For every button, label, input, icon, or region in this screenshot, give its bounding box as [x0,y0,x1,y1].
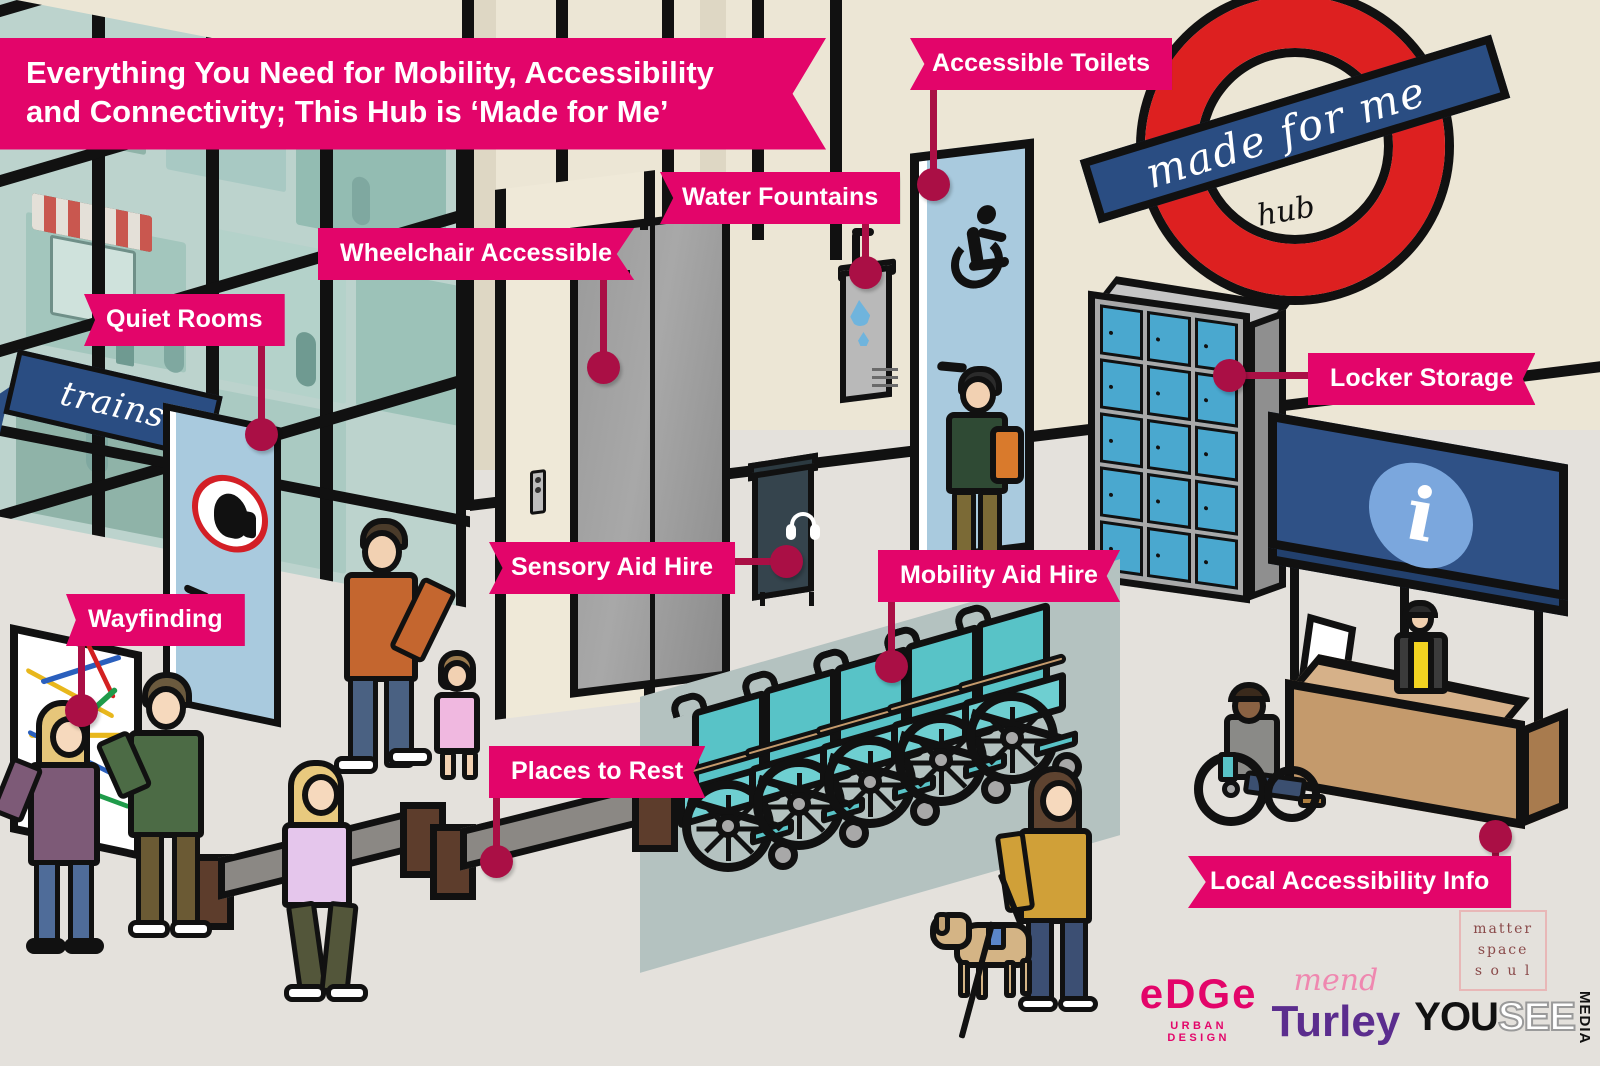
locker-door[interactable] [1100,358,1144,415]
visitor-at-map-1 [0,700,112,954]
label-sensory-aid-hire[interactable]: Sensory Aid Hire [489,542,736,594]
kiosk-staff-person [1388,600,1458,714]
label-accessible-toilets[interactable]: Accessible Toilets [910,38,1173,90]
label-locker-storage[interactable]: Locker Storage [1308,353,1536,405]
leader-line-mobility-aid-hire [888,596,895,674]
label-places-to-rest[interactable]: Places to Rest [489,746,706,798]
kiosk-post-right [1534,590,1543,770]
page-title-line-1: Everything You Need for Mobility, Access… [26,55,714,90]
leader-line-wheelchair-accessible [600,274,607,372]
visitor-seated-on-bench [268,760,376,1002]
logo-yousee-you: YOU [1414,995,1499,1040]
no-talking-icon [192,467,268,560]
leader-dot-wayfinding [65,694,98,727]
leader-line-quiet-rooms [258,342,265,440]
locker-door[interactable] [1194,533,1238,590]
logo-turley: Turley [1271,997,1401,1046]
leader-dot-wheelchair-accessible [587,351,620,384]
water-drop-small-icon [858,332,869,346]
logo-matter-space-soul: matter space s o u l [1459,909,1548,991]
leader-dot-mobility-aid-hire [875,650,908,683]
label-wayfinding[interactable]: Wayfinding [66,594,245,646]
logo-mss-line-3: s o u l [1474,962,1532,979]
elevator-doors[interactable] [570,208,730,698]
locker-door[interactable] [1147,526,1191,584]
locker-door[interactable] [1194,425,1238,482]
logo-edge-urban-design: eDGe URBAN DESIGN [1139,970,1258,1045]
locker-door[interactable] [1147,472,1191,530]
label-mobility-aid-hire[interactable]: Mobility Aid Hire [878,550,1121,602]
made-for-me-roundel: made for me hub [1079,0,1511,296]
locker-door[interactable] [1100,412,1144,469]
headphones-icon [786,512,820,540]
leader-line-sensory-aid-hire [716,558,796,565]
visitor-child [424,650,494,780]
leader-line-locker-storage [1232,372,1328,379]
leader-dot-accessible-toilets [917,168,950,201]
leader-dot-quiet-rooms [245,418,278,451]
trains-sign-label: trains [56,373,170,437]
wheelchair-icon [947,201,1021,296]
partner-logo-bar: eDGe URBAN DESIGN mend Turley matter spa… [1140,909,1600,1058]
leader-line-places-to-rest [493,792,500,864]
page-title: Everything You Need for Mobility, Access… [0,38,826,150]
locker-door[interactable] [1194,479,1238,536]
kiosk-counter-side [1520,708,1568,828]
label-water-fountains[interactable]: Water Fountains [660,172,901,224]
sensory-cabinet-legs [760,592,814,606]
rest-bench[interactable] [430,775,680,910]
logo-mss-line-2: space [1477,941,1529,958]
logo-yousee-media-text: MEDIA [1576,990,1593,1044]
visitor-at-map-2 [94,672,218,942]
locker-door[interactable] [1147,310,1191,368]
logo-mss-line-1: matter [1473,920,1534,937]
logo-edge-subtitle: URBAN DESIGN [1167,1020,1230,1044]
visitor-near-toilets [938,366,1030,556]
leader-dot-locker-storage [1213,359,1246,392]
visitor-adult-with-child [332,518,458,774]
locker-door[interactable] [1100,466,1144,523]
info-symbol: i [1406,470,1436,562]
leader-line-accessible-toilets [930,84,937,194]
locker-door[interactable] [1147,364,1191,422]
wheelchair-user-at-kiosk [1188,682,1326,840]
label-local-accessibility-info[interactable]: Local Accessibility Info [1188,856,1512,908]
leader-line-water-fountains [862,218,869,280]
info-icon: i [1369,454,1473,577]
leader-line-wayfinding [78,640,85,718]
leader-dot-water-fountains [849,256,882,289]
logo-yousee-see: SEE [1497,995,1577,1040]
label-wheelchair-accessible[interactable]: Wheelchair Accessible [318,228,635,280]
logo-edge-mark: eDGe [1139,970,1258,1017]
leader-dot-sensory-aid-hire [770,545,803,578]
locker-door[interactable] [1100,304,1144,361]
logo-yousee-media: YOU SEE MEDIA [1414,990,1593,1044]
kiosk-post-left [1290,540,1299,720]
page-title-line-2: and Connectivity; This Hub is ‘Made for … [26,93,669,129]
fountain-vent [872,368,898,371]
fountain-vent [872,384,898,387]
locker-door[interactable] [1147,418,1191,476]
logo-mend: mend [1293,963,1379,998]
elevator-call-panel[interactable] [530,469,546,515]
label-quiet-rooms[interactable]: Quiet Rooms [84,294,285,346]
leader-dot-places-to-rest [480,845,513,878]
leader-dot-local-accessibility-info [1479,820,1512,853]
fountain-vent [872,376,898,379]
